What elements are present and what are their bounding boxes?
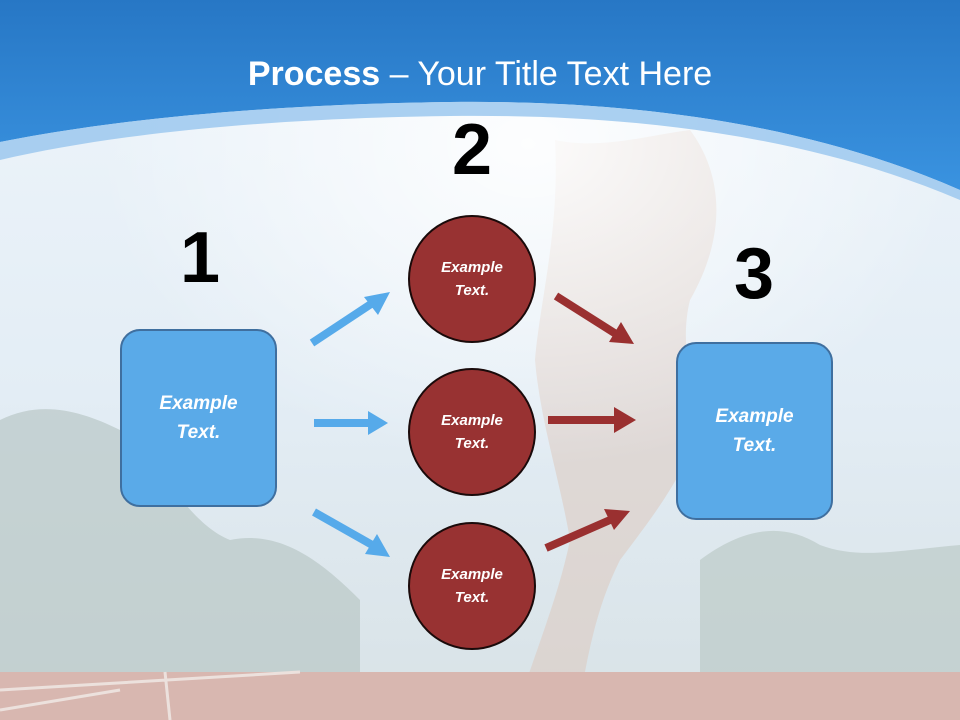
arrow-head-bottom — [365, 534, 390, 557]
arrow-head-red-bottom — [604, 509, 630, 530]
arrow-to-circle-bottom — [312, 508, 376, 550]
arrow-to-circle-top — [309, 298, 377, 347]
arrow-head-middle — [368, 411, 388, 435]
step-1-box[interactable]: Example Text. — [120, 329, 277, 507]
step-number-3: 3 — [733, 234, 775, 314]
track — [0, 672, 960, 720]
step-3-box[interactable]: Example Text. — [676, 342, 833, 520]
arrow-from-circle-top — [553, 292, 619, 338]
step-2-circle-top[interactable]: Example Text. — [408, 215, 536, 343]
arrow-head-red-top — [609, 322, 634, 344]
title-rest: – Your Title Text Here — [380, 55, 713, 93]
arrow-head-top — [364, 292, 390, 315]
blue-arrows — [309, 292, 390, 557]
track-lines — [0, 670, 301, 720]
step-number-2: 2 — [451, 110, 493, 190]
arrow-from-circle-bottom — [544, 516, 612, 552]
header-swoosh — [0, 101, 960, 200]
title-bold: Process — [247, 55, 381, 93]
step-2-circle-middle[interactable]: Example Text. — [408, 368, 536, 496]
step-2-circle-bottom[interactable]: Example Text. — [408, 522, 536, 650]
header-band — [0, 0, 960, 190]
red-arrows — [544, 292, 636, 552]
arrow-head-red-middle — [614, 407, 636, 433]
step-number-1: 1 — [179, 218, 221, 298]
slide-title: Process – Your Title Text Here — [0, 52, 960, 96]
